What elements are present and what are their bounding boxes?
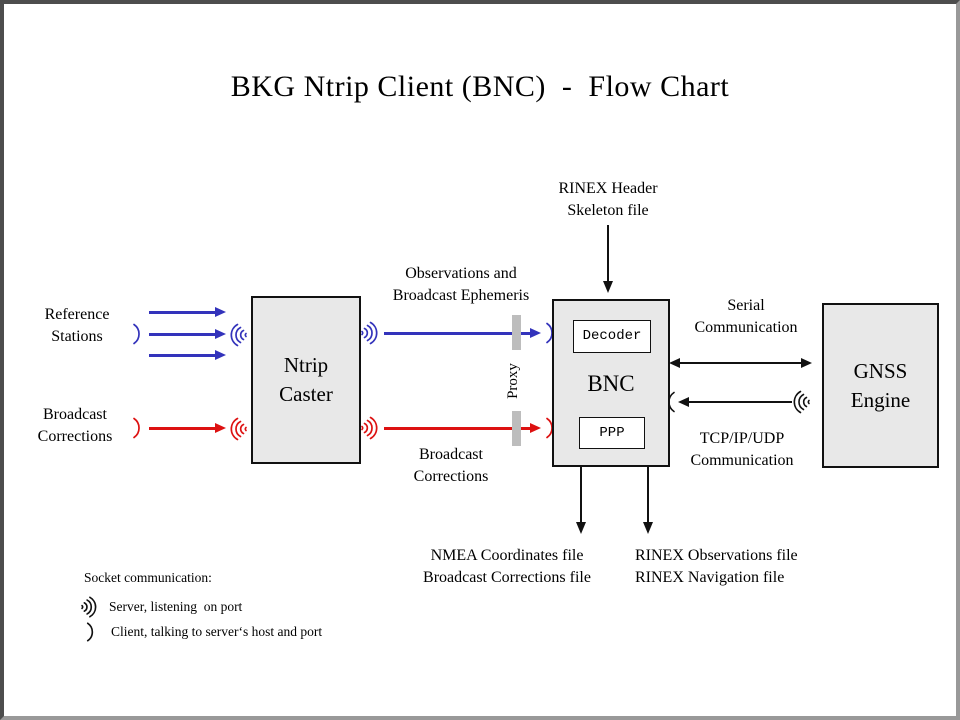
rinex-output-arrow-line [647, 467, 649, 522]
legend-client-text: Client, talking to server‘s host and por… [111, 624, 323, 639]
decoder-box: Decoder [573, 320, 651, 353]
rinex-output-label: RINEX Observations file RINEX Navigation… [635, 547, 798, 586]
proxy-bar [512, 315, 521, 350]
corrections-stream-head [530, 423, 541, 433]
server-socket-icon [360, 415, 378, 441]
nmea-output-arrow-line [580, 467, 582, 522]
server-socket-icon [80, 595, 97, 619]
reference-arrow-head [215, 329, 226, 339]
nmea-output-arrow-head [576, 522, 586, 534]
proxy-label: Proxy [505, 363, 521, 399]
broadcast-corrections-input-label: Broadcast Corrections [37, 406, 113, 445]
rinex-output-arrow-head [643, 522, 653, 534]
client-socket-icon [85, 620, 96, 644]
observations-stream-head [530, 328, 541, 338]
client-socket-icon [131, 321, 143, 347]
proxy-bar [512, 411, 521, 446]
nmea-output-label: NMEA Coordinates file Broadcast Correcti… [423, 547, 591, 586]
serial-arrow-head-right [801, 358, 812, 368]
ppp-box: PPP [579, 417, 645, 449]
corrections-arrow-head [215, 423, 226, 433]
tcp-arrow-line [689, 401, 792, 403]
reference-arrow-head [215, 350, 226, 360]
broadcast-corrections-stream-label: Broadcast Corrections [413, 446, 489, 485]
tcp-arrow-head [678, 397, 689, 407]
server-socket-icon [230, 322, 248, 348]
observations-stream-line [384, 332, 530, 335]
ntrip-caster-node: Ntrip Caster [251, 296, 361, 464]
client-socket-icon [131, 415, 143, 441]
serial-communication-label: Serial Communication [694, 297, 798, 336]
reference-arrow-line [149, 354, 216, 357]
reference-arrow-line [149, 311, 216, 314]
corrections-stream-line [384, 427, 530, 430]
client-socket-icon [665, 389, 677, 415]
reference-stations-label: Reference Stations [44, 306, 110, 345]
legend-client-row: Client, talking to server‘s host and por… [85, 620, 322, 644]
skeleton-arrow-line [607, 225, 609, 281]
rinex-header-skeleton-label: RINEX Header Skeleton file [558, 180, 658, 219]
gnss-engine-node: GNSS Engine [822, 303, 939, 468]
legend-server-row: Server, listening on port [80, 595, 242, 619]
reference-arrow-line [149, 333, 216, 336]
serial-arrow-head-left [669, 358, 680, 368]
server-socket-icon [230, 416, 248, 442]
observations-ephemeris-label: Observations and Broadcast Ephemeris [392, 265, 530, 304]
page-title: BKG Ntrip Client (BNC) - Flow Chart [230, 70, 730, 103]
corrections-arrow-line [149, 427, 216, 430]
bnc-node: Decoder BNC PPP [552, 299, 670, 467]
bnc-label: BNC [587, 371, 635, 396]
server-socket-icon [360, 320, 378, 346]
serial-arrow-line [680, 362, 802, 364]
server-socket-icon [793, 389, 811, 415]
skeleton-arrow-head [603, 281, 613, 293]
tcp-communication-label: TCP/IP/UDP Communication [690, 430, 794, 469]
reference-arrow-head [215, 307, 226, 317]
legend-server-text: Server, listening on port [109, 599, 243, 614]
legend-heading: Socket communication: [84, 570, 212, 585]
